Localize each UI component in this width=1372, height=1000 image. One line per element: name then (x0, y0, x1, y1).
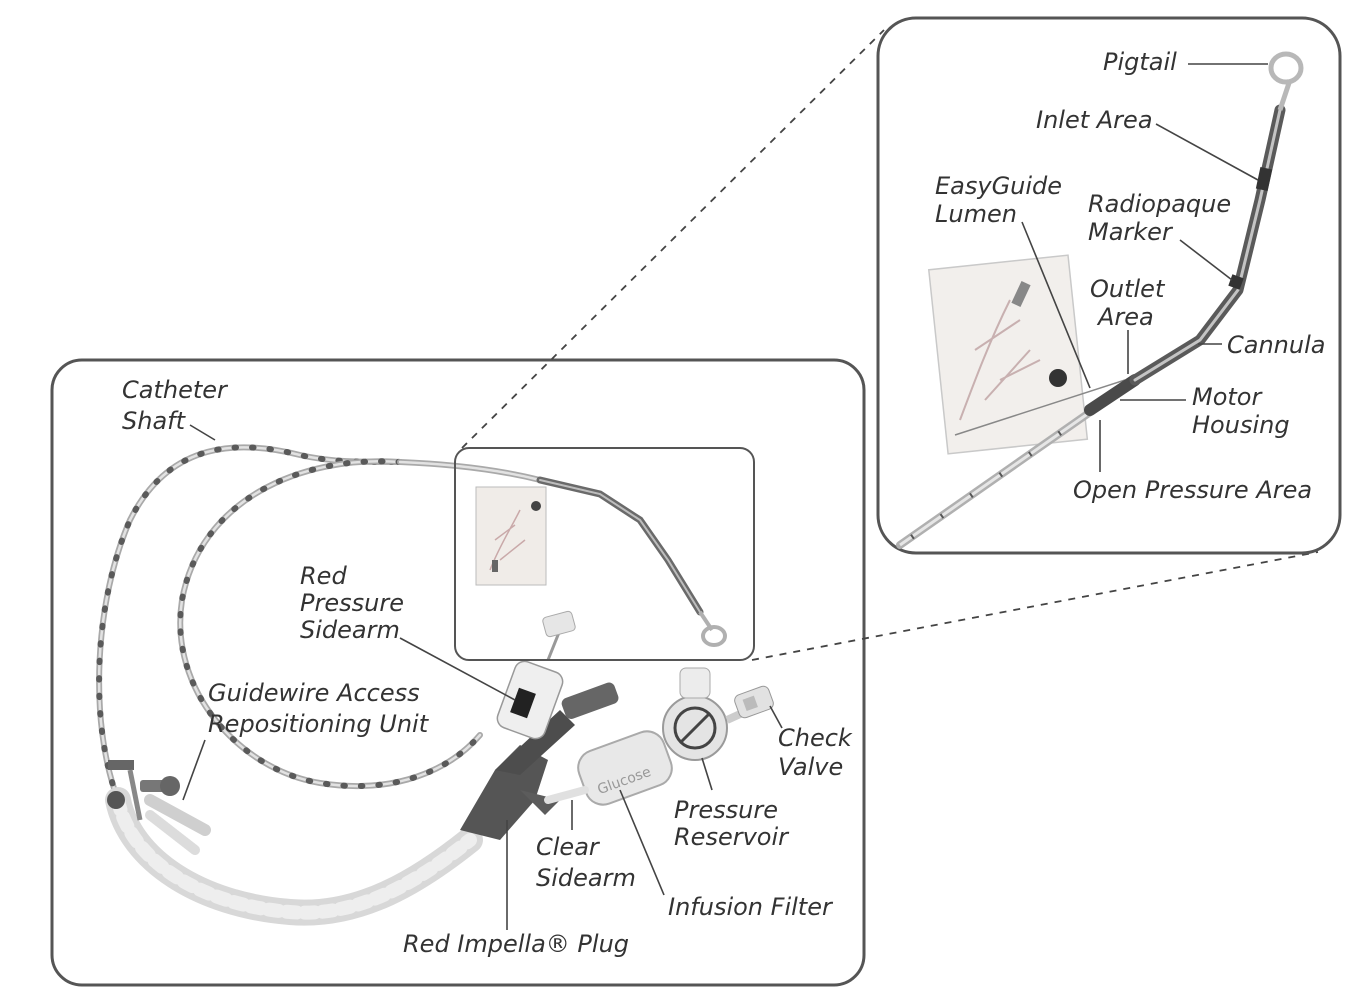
guidewire-access-label: Guidewire Access Repositioning Unit (208, 679, 430, 738)
pressure-reservoir-label: Pressure Reservoir (674, 796, 790, 851)
clear-sidearm-label: Clear Sidearm (536, 833, 636, 892)
red-pressure-sidearm-device (496, 610, 576, 740)
radiopaque-marker-label: Radiopaque Marker (1088, 190, 1239, 246)
guidewire-access-unit (107, 760, 211, 855)
infusion-filter-label: Infusion Filter (668, 893, 834, 921)
pigtail-label: Pigtail (1103, 48, 1177, 76)
zoom-line-bottom (751, 551, 1319, 661)
leader-lines (182, 63, 1268, 930)
red-impella-plug (460, 682, 619, 840)
catheter-shaft-label: Catheter Shaft (122, 376, 235, 435)
outlet-area-label: Outlet Area (1090, 275, 1172, 331)
main-panel (50, 358, 866, 987)
red-pressure-sidearm-label: Red Pressure Sidearm (300, 562, 412, 644)
inset-box (454, 447, 755, 661)
open-pressure-area-label: Open Pressure Area (1073, 476, 1312, 504)
easyguide-lumen-label: EasyGuide Lumen (935, 172, 1070, 228)
red-impella-plug-label: Red Impella® Plug (403, 930, 629, 958)
inlet-area-label: Inlet Area (1036, 106, 1153, 134)
zoom-catheter-illustration (896, 51, 1304, 549)
check-valve-device (734, 685, 774, 719)
check-valve-label: Check Valve (778, 724, 859, 781)
motor-housing-label: Motor Housing (1192, 383, 1290, 439)
zoom-line-top (461, 29, 885, 449)
cannula-label: Cannula (1227, 331, 1325, 359)
catheter-illustration: Glucose (96, 444, 774, 926)
